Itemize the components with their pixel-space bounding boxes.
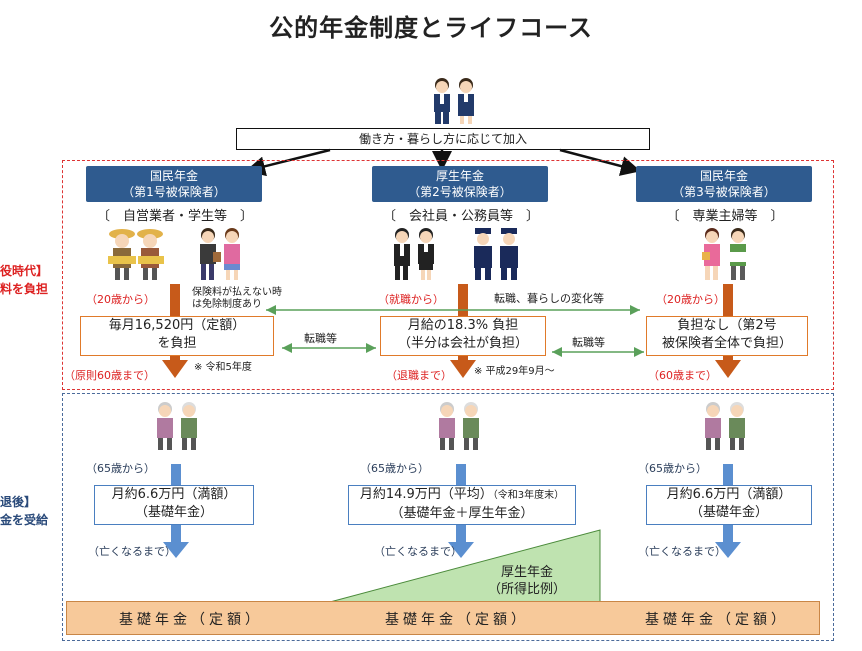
header-kosei-2: 厚生年金（第2号被保険者） [372, 166, 548, 202]
transfer-long-label: 転職、暮らしの変化等 [494, 292, 604, 305]
elderly-couple-icon-3 [705, 402, 745, 450]
couple-icon [434, 78, 474, 124]
pension-end-3: （亡くなるまで） [638, 545, 726, 558]
farmers-icon [108, 229, 164, 280]
kiso-label-1: 基礎年金（定額） [119, 612, 263, 628]
category-self-employed: 〔 自営業者・学生等 〕 [96, 209, 254, 224]
working-period-frame [62, 160, 834, 390]
start-age-1: （20歳から） [86, 293, 155, 306]
contribution-box-1: 毎月16,520円（定額）を負担 [80, 316, 274, 356]
pension-start-2: （65歳から） [360, 462, 429, 475]
header-kokumin-3: 国民年金（第3号被保険者） [636, 166, 812, 202]
kiso-nenkin-bar: 基礎年金（定額） 基礎年金（定額） 基礎年金（定額） [66, 601, 820, 635]
kosei-nenkin-wedge [329, 529, 601, 603]
contribution-box-2: 月給の18.3% 負担（半分は会社が負担） [380, 316, 546, 356]
enrollment-box: 働き方・暮らし方に応じて加入 [236, 128, 650, 150]
elderly-couple-icon-2 [439, 402, 479, 450]
pension-end-1: （亡くなるまで） [88, 545, 176, 558]
retired-label-2: 金を受給 [0, 513, 49, 527]
note-reiwa5: ※ 令和5年度 [194, 362, 252, 373]
transfer-1-2-label: 転職等 [304, 332, 337, 345]
homemakers-icon [702, 228, 746, 280]
page-title: 公的年金制度とライフコース [269, 14, 593, 42]
category-housewife: 〔 専業主婦等 〕 [666, 209, 784, 224]
retirement-period-frame [62, 393, 834, 641]
pension-start-3: （65歳から） [638, 462, 707, 475]
pension-start-1: （65歳から） [86, 462, 155, 475]
kosei-nenkin-label: 厚生年金（所得比例） [488, 565, 567, 597]
benefit-box-1: 月約6.6万円（満額）（基礎年金） [94, 485, 254, 525]
police-officers-icon [474, 228, 518, 280]
kiso-label-3: 基礎年金（定額） [645, 612, 789, 628]
working-label-1: 役時代】 [0, 264, 49, 278]
elderly-couple-icon-1 [157, 402, 197, 450]
header-kokumin-1: 国民年金（第1号被保険者） [86, 166, 262, 202]
start-age-3: （20歳から） [656, 293, 725, 306]
transfer-arrows [266, 305, 644, 357]
students-icon [200, 228, 240, 280]
end-age-3: （60歳まで） [648, 369, 717, 382]
exemption-note: 保険料が払えない時は免除制度あり [192, 287, 282, 310]
note-heisei29: ※ 平成29年9月～ [474, 366, 555, 377]
category-employee: 〔 会社員・公務員等 〕 [382, 209, 540, 224]
kiso-label-2: 基礎年金（定額） [385, 612, 529, 628]
benefit-box-2: 月約14.9万円（平均）（令和3年度末） （基礎年金＋厚生年金） [348, 485, 576, 525]
start-age-2: （就職から） [378, 293, 444, 306]
end-age-1: （原則60歳まで） [64, 369, 155, 382]
benefit-box-3: 月約6.6万円（満額）（基礎年金） [646, 485, 812, 525]
retired-label-1: 退後】 [0, 495, 37, 509]
contribution-box-3: 負担なし（第2号被保険者全体で負担） [646, 316, 808, 356]
pension-end-2: （亡くなるまで） [374, 545, 462, 558]
end-age-2: （退職まで） [386, 369, 452, 382]
working-label-2: 料を負担 [0, 282, 49, 296]
transfer-2-3-label: 転職等 [572, 336, 605, 349]
office-workers-icon [394, 228, 434, 280]
